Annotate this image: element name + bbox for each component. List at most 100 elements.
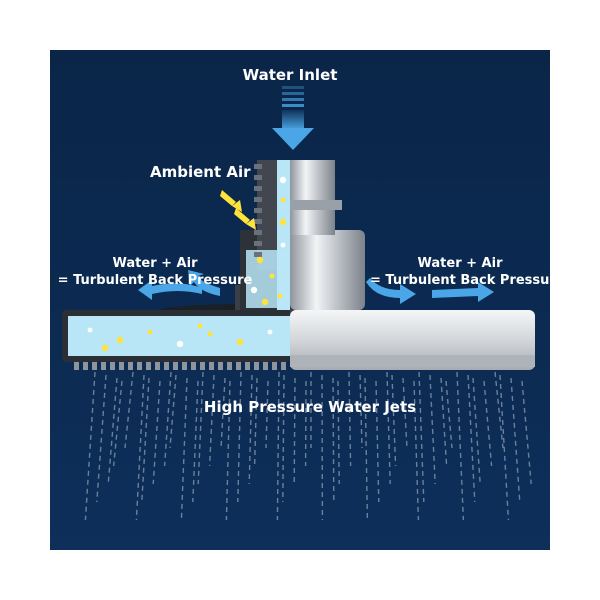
nozzle <box>263 362 268 370</box>
neck-upper <box>290 160 335 235</box>
nozzle <box>164 362 169 370</box>
nozzle <box>227 362 232 370</box>
air-bubble <box>280 197 286 203</box>
water-jet <box>96 374 107 503</box>
water-jet <box>169 374 177 449</box>
air-bubble <box>101 344 109 352</box>
air-bubble <box>279 176 287 184</box>
nozzle <box>182 362 187 370</box>
water-inlet-arrow <box>272 86 314 150</box>
thread-tooth <box>254 252 262 257</box>
air-bubble <box>267 329 273 335</box>
air-bubble <box>176 340 184 348</box>
nozzle <box>191 362 196 370</box>
air-bubble <box>280 242 286 248</box>
water-jet <box>348 371 352 467</box>
right-pressure-label: Water + Air = Turbulent Back Pressure <box>370 255 565 289</box>
nozzle <box>236 362 241 370</box>
nozzle <box>281 362 286 370</box>
water-jet <box>192 380 199 503</box>
water-jet <box>499 374 510 521</box>
left-pressure-label-line1: Water + Air <box>112 256 198 271</box>
water-jet <box>220 377 226 449</box>
thread-tooth <box>254 208 262 213</box>
left-pressure-label-line2: = Turbulent Back Pressure <box>57 273 253 288</box>
air-bubble <box>236 338 244 346</box>
nozzle <box>146 362 151 370</box>
ambient-air-label: Ambient Air <box>150 163 251 181</box>
water-jet <box>208 374 215 467</box>
water-jet <box>429 374 436 485</box>
thread-tooth <box>254 175 262 180</box>
air-bubble <box>87 327 93 333</box>
nozzle <box>74 362 79 370</box>
right-pressure-label-line2: = Turbulent Back Pressure <box>370 273 565 288</box>
water-jet <box>265 380 269 449</box>
faceplate-water <box>68 316 290 356</box>
air-bubble <box>277 293 283 299</box>
air-bubble <box>279 218 287 226</box>
water-jet <box>332 377 335 503</box>
thread-tooth <box>254 230 262 235</box>
nozzle <box>155 362 160 370</box>
thread-teeth <box>254 164 262 257</box>
water-jet <box>375 380 380 503</box>
water-jet <box>197 371 204 485</box>
air-bubble <box>256 256 264 264</box>
air-bubble <box>147 329 153 335</box>
water-jets-label: High Pressure Water Jets <box>203 398 417 416</box>
nozzle <box>128 362 133 370</box>
right-pressure-label-line1: Water + Air <box>417 256 503 271</box>
air-bubble <box>250 286 258 294</box>
nozzle <box>254 362 259 370</box>
nozzle <box>245 362 250 370</box>
thread-tooth <box>254 197 262 202</box>
water-jets <box>84 371 532 521</box>
water-jet <box>418 371 425 503</box>
nozzle <box>137 362 142 370</box>
water-jet <box>364 377 369 521</box>
left-pressure-arrows <box>138 270 220 300</box>
air-bubble <box>197 323 203 329</box>
water-jet <box>282 374 285 503</box>
nozzle <box>110 362 115 370</box>
air-bubble <box>269 273 275 279</box>
nozzle <box>173 362 178 370</box>
water-jet <box>163 371 172 467</box>
water-jet <box>253 377 258 467</box>
shower-head-diagram <box>50 50 550 550</box>
nozzle <box>92 362 97 370</box>
water-jet <box>391 374 397 467</box>
left-pressure-label: Water + Air = Turbulent Back Pressure <box>50 255 260 289</box>
water-inlet-label: Water Inlet <box>242 66 338 84</box>
water-jet <box>337 380 340 485</box>
neck-lower <box>290 230 365 310</box>
water-jet <box>440 377 448 467</box>
air-bubbles <box>87 176 287 352</box>
water-jet <box>445 380 453 449</box>
water-jet <box>248 374 253 485</box>
water-jet <box>180 377 188 521</box>
thread-tooth <box>254 219 262 224</box>
water-chamber <box>246 250 290 308</box>
water-jet <box>276 371 280 521</box>
water-jet <box>124 371 134 449</box>
water-jet <box>84 371 96 521</box>
water-jet <box>141 377 150 503</box>
thread-tooth <box>254 186 262 191</box>
thread-tooth <box>254 164 262 169</box>
water-jet <box>456 371 465 521</box>
nozzle <box>83 362 88 370</box>
nozzle <box>218 362 223 370</box>
neck-ridge <box>290 200 342 210</box>
thread-tooth <box>254 241 262 246</box>
water-jet <box>510 377 521 503</box>
water-jet <box>237 371 242 503</box>
water-jet <box>359 374 363 449</box>
nozzle <box>272 362 277 370</box>
nozzle <box>200 362 205 370</box>
air-bubble <box>116 336 124 344</box>
faceplate-edge <box>290 355 535 367</box>
air-bubble <box>261 298 269 306</box>
nozzle <box>101 362 106 370</box>
